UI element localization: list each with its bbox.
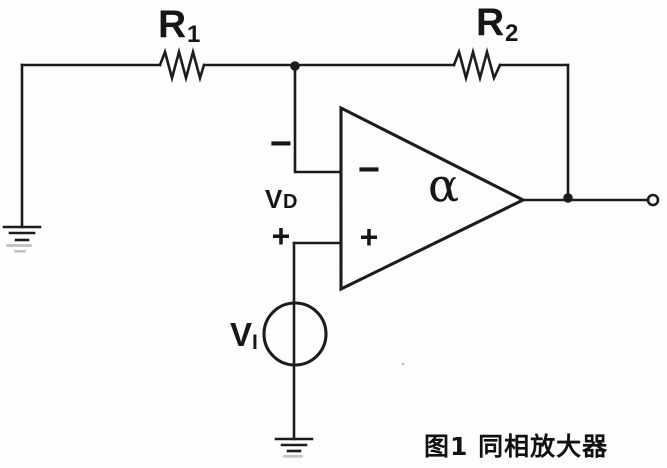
scan-speck bbox=[401, 362, 405, 366]
vd-minus-sign: − bbox=[270, 123, 292, 165]
label-r2: R bbox=[476, 1, 504, 44]
junction-dot-output bbox=[563, 193, 573, 203]
source-vi-icon bbox=[262, 301, 328, 367]
label-vi-sub: I bbox=[252, 331, 258, 354]
label-vd: V bbox=[265, 184, 283, 214]
opamp-plus-sign: + bbox=[360, 219, 379, 255]
junction-dot-top bbox=[290, 61, 300, 71]
ground-left-icon bbox=[2, 225, 42, 253]
opamp-minus-sign: − bbox=[358, 149, 380, 191]
label-r2-sub: 2 bbox=[505, 20, 518, 47]
ground-bottom-icon bbox=[274, 437, 314, 458]
label-vi: V bbox=[230, 316, 252, 353]
label-r1: R bbox=[158, 3, 186, 46]
resistor-r1-icon bbox=[158, 46, 206, 84]
label-r1-sub: 1 bbox=[187, 21, 200, 48]
label-vd-sub: D bbox=[283, 191, 297, 213]
vd-plus-sign: + bbox=[272, 218, 291, 254]
opamp-triangle bbox=[339, 105, 527, 292]
opamp-gain-label: α bbox=[428, 158, 459, 212]
resistor-r2-icon bbox=[452, 46, 502, 84]
figure-caption: 图1 同相放大器 bbox=[424, 432, 608, 461]
wire-inverting-input bbox=[293, 64, 343, 174]
output-terminal-icon bbox=[646, 193, 660, 207]
